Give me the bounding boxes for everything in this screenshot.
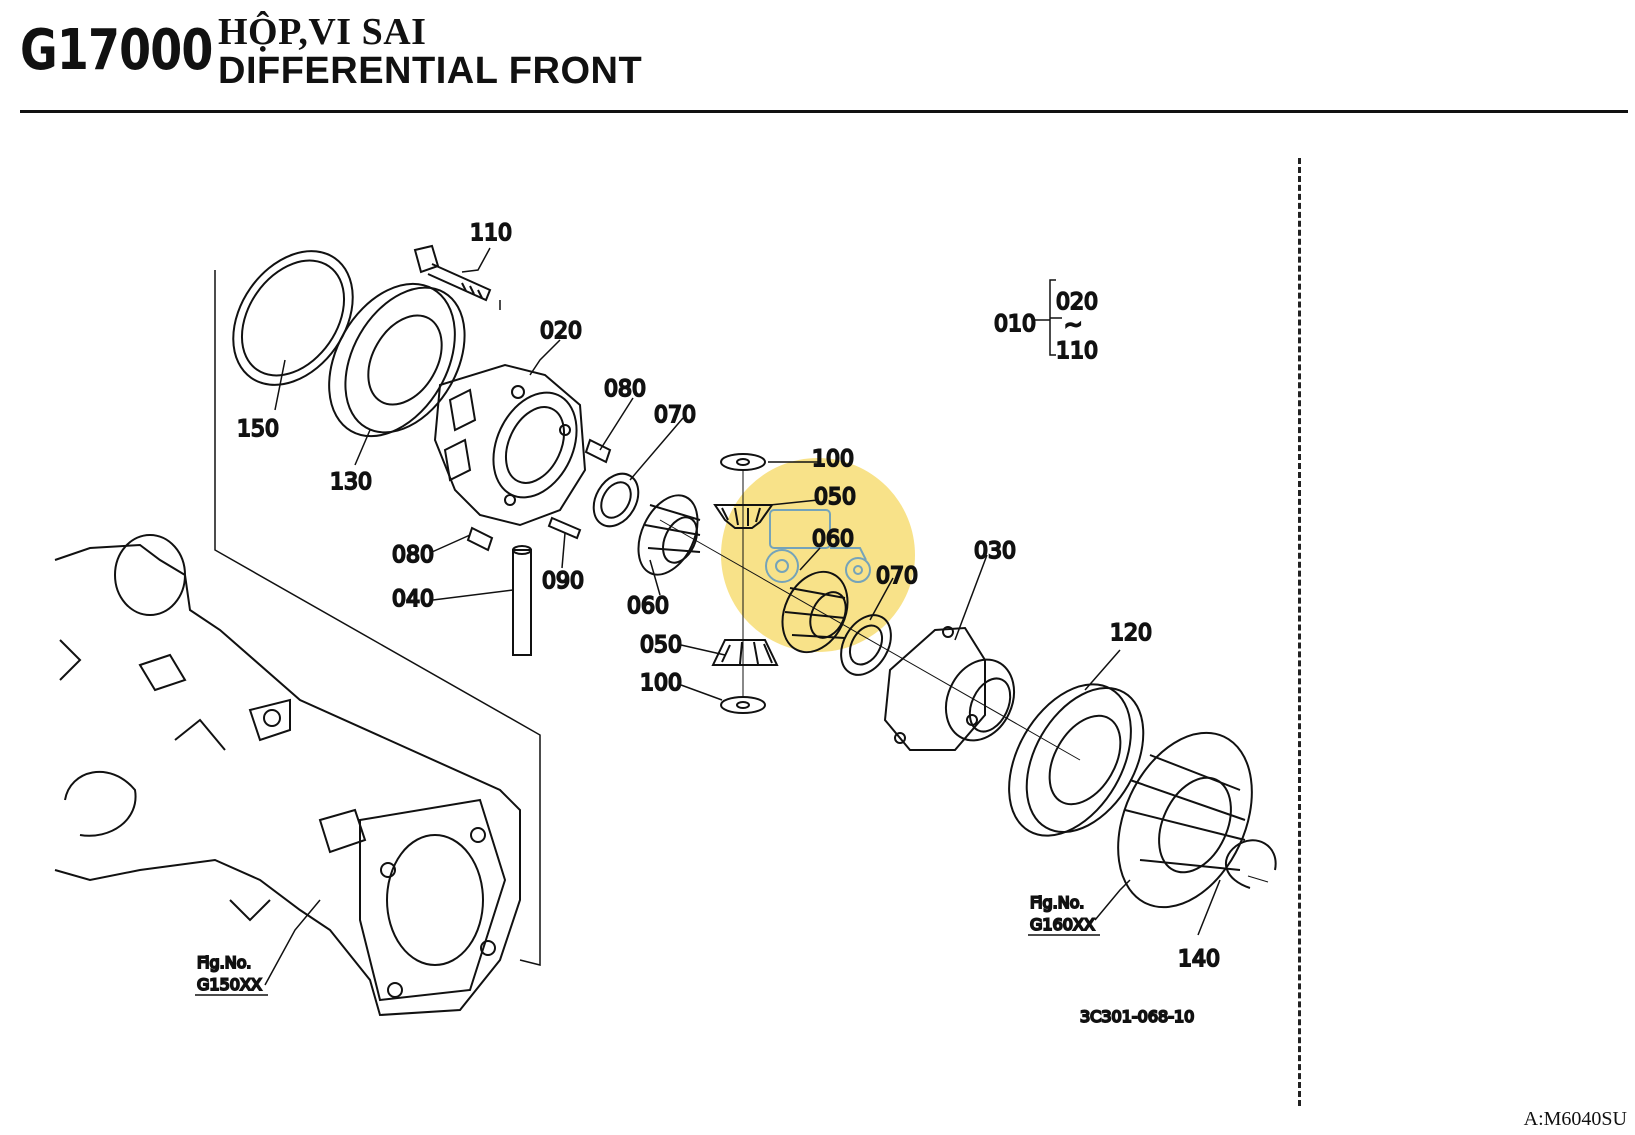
leader-lines (264, 247, 1221, 986)
pin-080-top (584, 438, 612, 464)
bolt-110 (413, 244, 492, 302)
washer-100-top-hole (736, 458, 750, 466)
washer-100-top (720, 453, 766, 471)
part-label-140: 140 (1178, 947, 1220, 972)
pinion-050-top (713, 504, 774, 529)
assembly-range-sep: ~ (1064, 313, 1082, 338)
title-english: DIFFERENTIAL FRONT (218, 50, 643, 92)
fig-ref-caption-left: Fig.No. (197, 953, 251, 972)
part-label-080-bottom: 080 (392, 543, 434, 568)
flange-030 (883, 626, 1016, 751)
assembly-range-start: 020 (1056, 290, 1098, 315)
diff-case-020 (433, 363, 587, 527)
pin-080-bottom (466, 526, 494, 552)
part-label-050-bottom: 050 (640, 633, 682, 658)
part-label-040: 040 (392, 587, 434, 612)
ring-gear (1117, 731, 1253, 909)
part-label-120: 120 (1110, 621, 1152, 646)
part-label-070-left: 070 (654, 403, 696, 428)
circlip-140-tail (1247, 875, 1269, 883)
thrust-washer-070-left (592, 472, 640, 528)
pinion-050-bottom (711, 639, 779, 666)
o-ring-150-inner (240, 259, 346, 377)
thrust-washer-070-right-hole (848, 624, 884, 666)
header-rule (20, 110, 1628, 113)
fig-ref-caption-right: Fig.No. (1030, 893, 1084, 912)
part-label-070-right: 070 (876, 564, 918, 589)
washer-100-bottom (720, 696, 766, 714)
model-code: A:M6040SU (1523, 1108, 1627, 1130)
watermark-tractor-icon (765, 509, 871, 583)
part-label-030: 030 (974, 539, 1016, 564)
axis-line-diagonal (659, 519, 1081, 761)
assembly-parent-label: 010 (994, 312, 1036, 337)
circlip-140 (1225, 839, 1277, 889)
part-label-060-right: 060 (812, 527, 854, 552)
thrust-washer-070-right (840, 614, 892, 676)
part-label-080-top: 080 (604, 377, 646, 402)
part-label-020: 020 (540, 319, 582, 344)
shaft-040 (512, 549, 532, 656)
thrust-washer-070-left-hole (600, 481, 632, 519)
part-label-100-bottom: 100 (640, 671, 682, 696)
part-label-110: 110 (470, 221, 512, 246)
part-label-150: 150 (237, 417, 279, 442)
part-label-050-top: 050 (814, 485, 856, 510)
group-code: G17000 (20, 18, 213, 83)
bracket-lines (214, 270, 541, 966)
title-vietnamese: HỘP,VI SAI (218, 11, 427, 53)
bearing-120 (1008, 683, 1145, 837)
washer-100-bottom-hole (736, 701, 750, 709)
drawing-number: 3C301-068-10 (1080, 1007, 1194, 1026)
housing-outline (54, 534, 521, 1017)
page-header: G17000 HỘP,VI SAI DIFFERENTIAL FRONT (0, 0, 1635, 118)
fig-ref-code-left: G150XX (197, 975, 262, 994)
o-ring-150 (232, 250, 354, 386)
part-label-090: 090 (542, 569, 584, 594)
page-divider (1298, 158, 1301, 1106)
shaft-040-end (512, 545, 532, 555)
bearing-130 (328, 282, 466, 438)
watermark-badge (721, 458, 915, 652)
fig-ref-code-right: G160XX (1030, 915, 1095, 934)
part-label-060-left: 060 (627, 594, 669, 619)
spring-pin-090 (547, 516, 582, 540)
part-label-130: 130 (330, 470, 372, 495)
side-gear-060-left (637, 494, 701, 576)
part-label-100-top: 100 (812, 447, 854, 472)
assembly-range-end: 110 (1056, 339, 1098, 364)
